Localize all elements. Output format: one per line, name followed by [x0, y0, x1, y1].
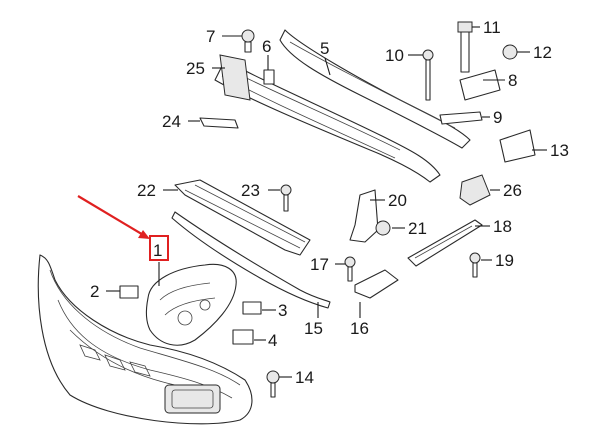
part-20-bracket [349, 189, 379, 243]
part-25-absorber [219, 54, 251, 101]
callout-20: 20 [388, 191, 407, 210]
part-9-plate [439, 111, 483, 125]
part-24-bracket [199, 117, 239, 129]
callout-15: 15 [304, 319, 323, 338]
highlight-arrow [77, 195, 150, 239]
part-5-reinforcement [214, 29, 471, 183]
part-16-block [354, 269, 399, 299]
bumper-cover [37, 254, 253, 425]
callout-25: 25 [186, 59, 205, 78]
fasteners [119, 21, 518, 398]
callout-6: 6 [262, 37, 271, 56]
callout-9: 9 [493, 108, 502, 127]
callout-1: 1 [153, 241, 162, 260]
callout-23: 23 [241, 181, 260, 200]
part-13-bracket [499, 129, 536, 163]
part-15-strip [171, 211, 331, 309]
callout-10: 10 [385, 46, 404, 65]
callout-18: 18 [493, 217, 512, 236]
callout-21: 21 [408, 219, 427, 238]
leader-lines [106, 26, 547, 378]
highlight-box [149, 235, 169, 261]
callout-11: 11 [483, 18, 501, 37]
part-18-rail [407, 219, 483, 267]
callout-2: 2 [90, 282, 99, 301]
callout-19: 19 [495, 251, 514, 270]
callout-26: 26 [503, 181, 522, 200]
callout-16: 16 [350, 319, 369, 338]
callout-24: 24 [162, 112, 181, 131]
callout-7: 7 [206, 27, 215, 46]
callout-3: 3 [278, 301, 287, 320]
part-22-frame [174, 179, 311, 256]
part-26-cover [459, 174, 491, 206]
callout-14: 14 [295, 368, 314, 387]
callout-22: 22 [137, 181, 156, 200]
part-8-bracket [459, 69, 501, 101]
part-1-bracket [145, 263, 237, 346]
callouts: 1 2 3 4 5 6 7 8 9 10 11 12 13 14 15 16 1… [90, 18, 569, 387]
callout-8: 8 [508, 71, 517, 90]
callout-17: 17 [310, 255, 329, 274]
callout-13: 13 [550, 141, 569, 160]
callout-5: 5 [320, 39, 329, 58]
callout-12: 12 [533, 43, 552, 62]
callout-4: 4 [268, 331, 277, 350]
